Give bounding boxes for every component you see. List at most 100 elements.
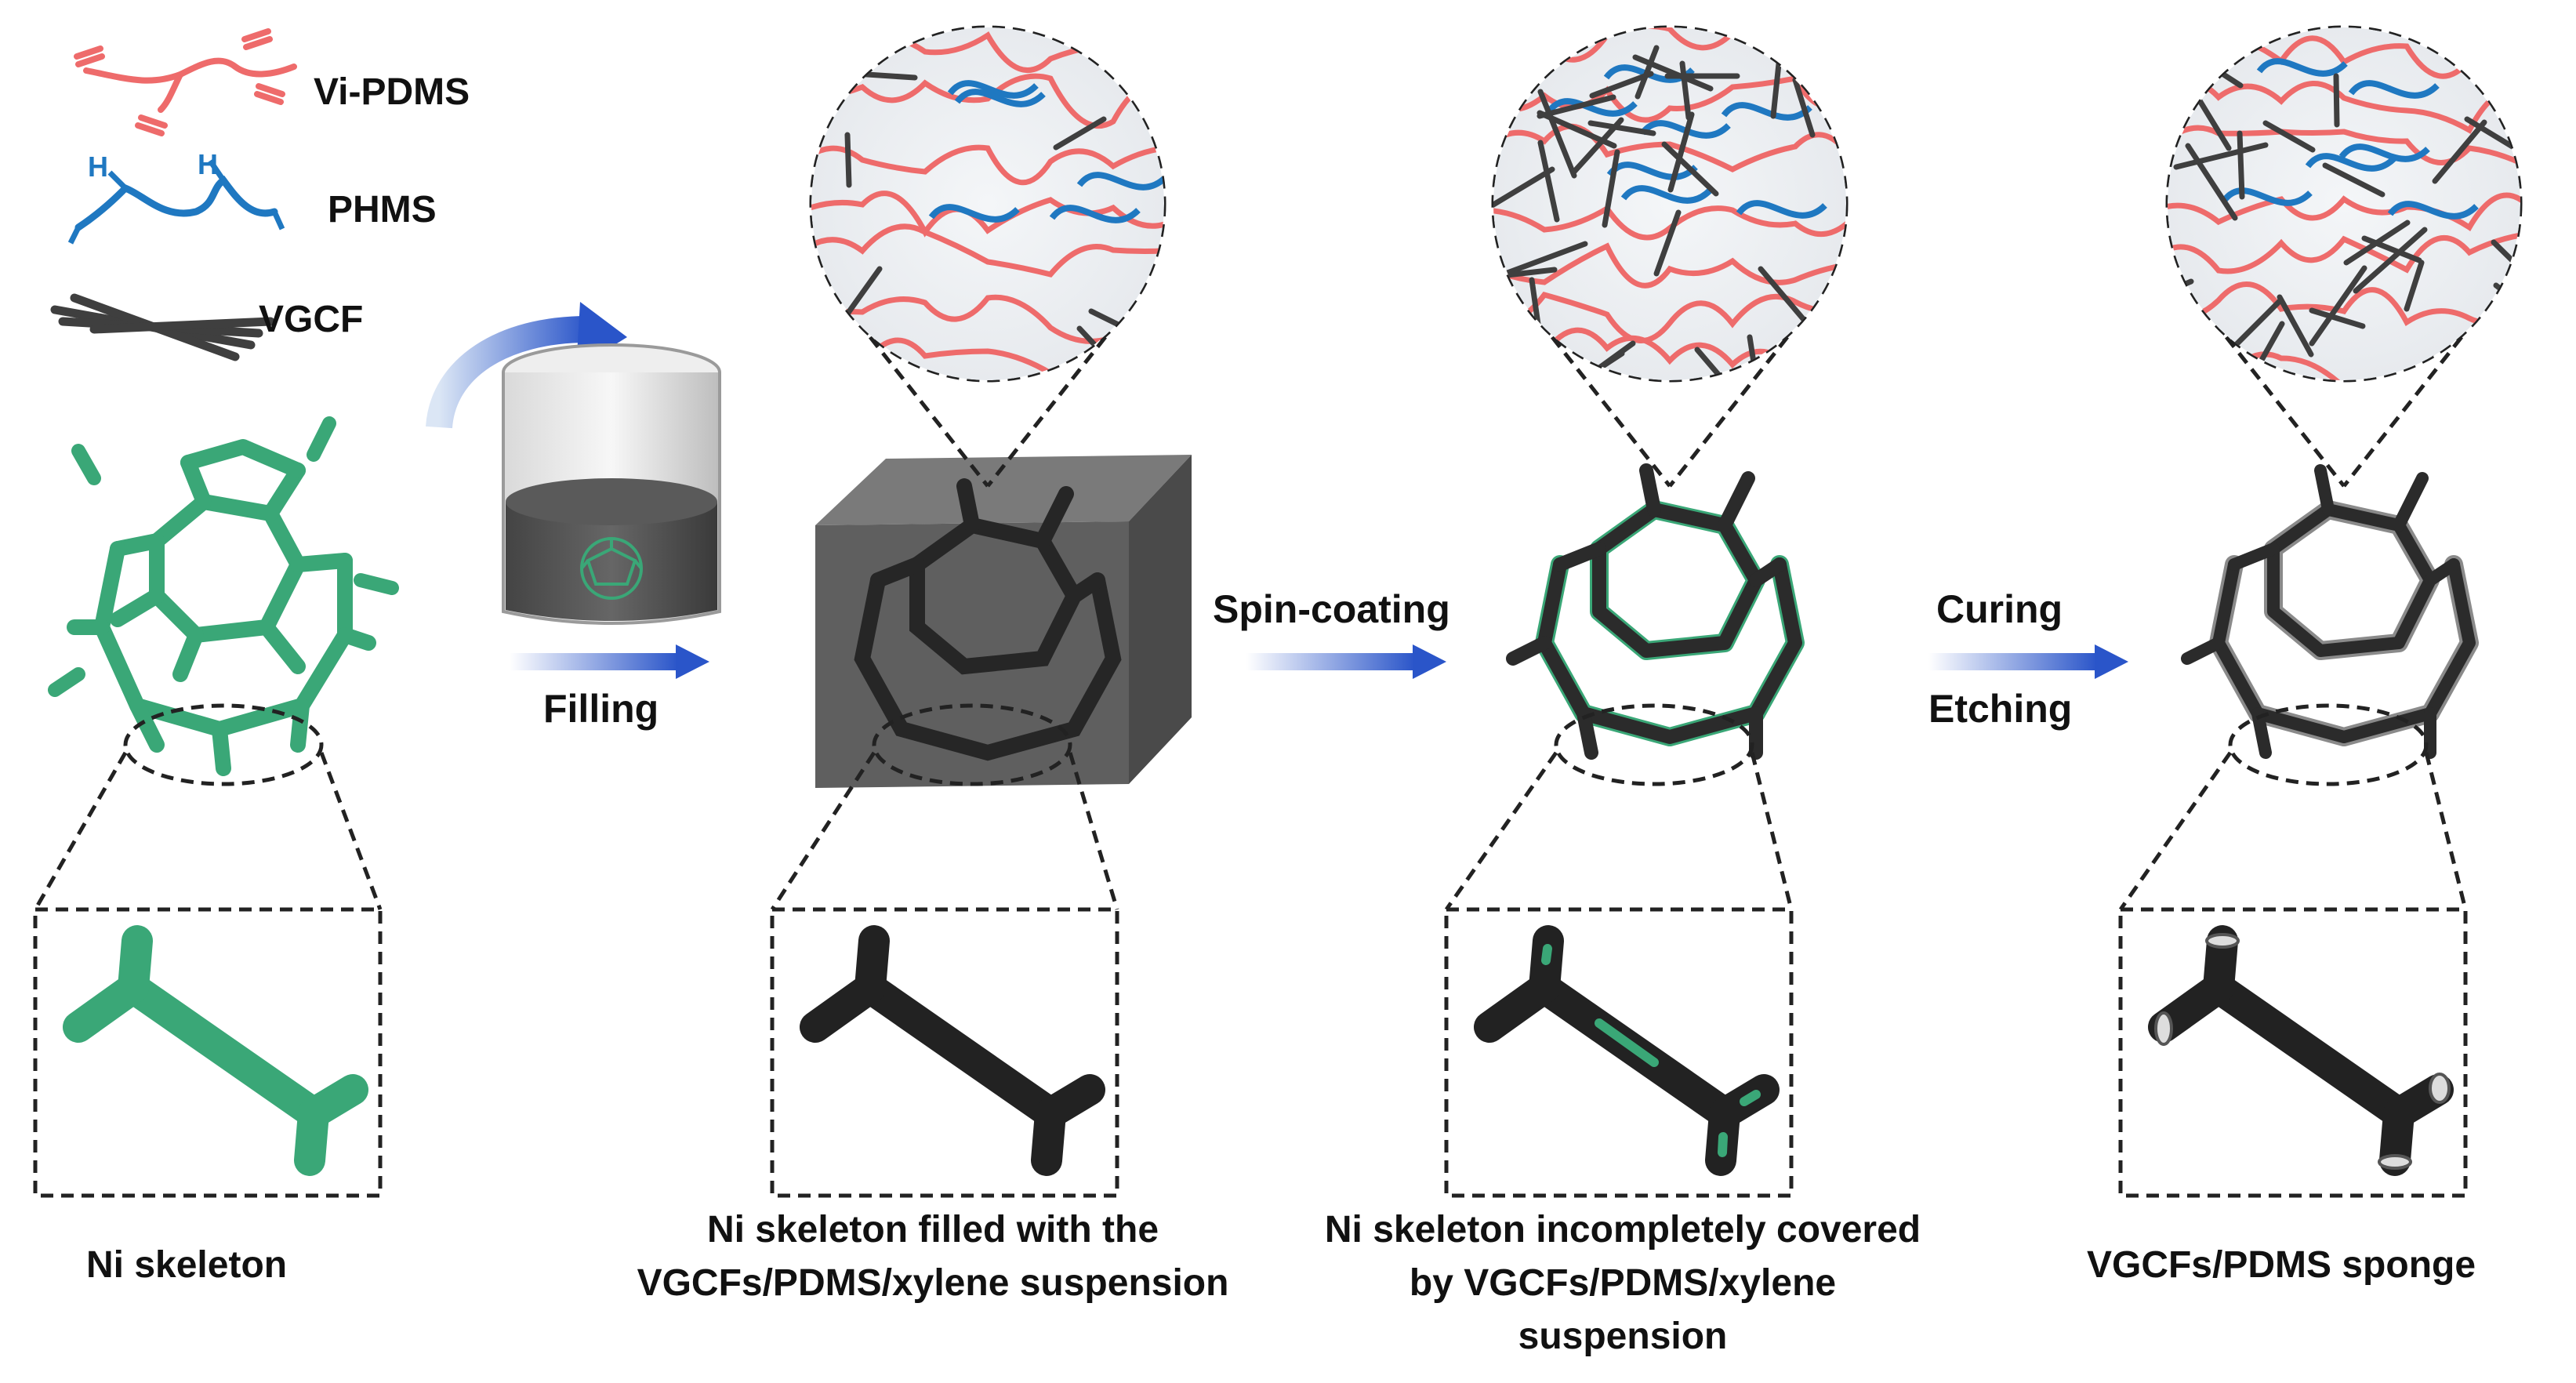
ni-strut-black bbox=[800, 925, 1105, 1176]
vgcf-fiber bbox=[1679, 60, 1692, 121]
vgcf-fiber bbox=[1589, 71, 1654, 99]
phms-chain bbox=[2348, 80, 2440, 99]
ni-strut-partially-coated bbox=[1474, 925, 1780, 1176]
phms-chain bbox=[1721, 102, 1812, 121]
zoom-background bbox=[2168, 27, 2520, 380]
vgcf-fiber bbox=[2404, 260, 2425, 312]
vi-pdms-label: Vi-PDMS bbox=[314, 71, 470, 113]
filling-arrow bbox=[510, 644, 709, 679]
vi-pdms-chain bbox=[1493, 242, 1846, 289]
phms-chain bbox=[1606, 162, 1698, 180]
vi-pdms-chain bbox=[811, 191, 1164, 238]
caption-line: Ni skeleton bbox=[86, 1244, 288, 1286]
caption-line: VGCFs/PDMS/xylene suspension bbox=[637, 1262, 1229, 1305]
vgcf-fiber bbox=[2353, 227, 2428, 294]
phms-label: PHMS bbox=[328, 189, 437, 230]
vi-pdms-chain bbox=[2168, 230, 2520, 274]
vgcf-fiber bbox=[2185, 143, 2238, 221]
caption-line: by VGCFs/PDMS/xylene bbox=[1409, 1262, 1837, 1305]
vgcf-fiber bbox=[2237, 130, 2245, 200]
vgcf-fiber bbox=[1587, 120, 1656, 136]
vi-pdms-chain bbox=[2168, 80, 2520, 134]
vgcf-fiber bbox=[2343, 220, 2411, 266]
vgcf-fiber bbox=[2464, 116, 2520, 163]
vgcf-fiber bbox=[2240, 321, 2285, 380]
vgcf-fiber bbox=[1653, 209, 1682, 277]
vi-pdms-chain bbox=[1493, 291, 1846, 343]
vgcf-fiber bbox=[1496, 241, 1588, 279]
ni-skeleton-coated bbox=[1506, 463, 1805, 760]
vi-pdms-legend-icon bbox=[74, 28, 297, 136]
beaker-icon bbox=[426, 302, 721, 625]
vgcf-fiber bbox=[2309, 307, 2366, 329]
legend bbox=[50, 28, 297, 361]
caption-sponge: VGCFs/PDMS sponge bbox=[2054, 1239, 2509, 1292]
h-label: H bbox=[88, 151, 108, 183]
vgcf-fiber bbox=[1537, 94, 1616, 119]
vgcf-fiber bbox=[1758, 266, 1812, 329]
vgcf-fiber bbox=[1632, 54, 1714, 92]
phms-chain bbox=[1639, 120, 1731, 139]
vgcf-fiber bbox=[1770, 53, 1783, 119]
phms-chain bbox=[1620, 185, 1712, 204]
vgcf-fiber bbox=[1747, 334, 1766, 380]
curing-label: Curing bbox=[1936, 587, 2063, 631]
phms-chain bbox=[1736, 200, 1827, 219]
phms-chain bbox=[947, 80, 1039, 99]
vgcf-fiber bbox=[2432, 119, 2487, 184]
vgcf-fiber bbox=[844, 132, 852, 188]
zoom-circle-contents bbox=[811, 27, 2520, 380]
vgcf-fiber bbox=[2309, 265, 2367, 347]
caption-line: Ni skeleton filled with the bbox=[706, 1209, 1159, 1251]
phms-chain bbox=[2387, 201, 2479, 220]
vgcf-fiber bbox=[1602, 149, 1620, 228]
vgcf-fiber bbox=[2497, 49, 2520, 59]
vgcf-fiber bbox=[1493, 166, 1555, 215]
vgcf-fiber bbox=[2277, 294, 2314, 358]
vgcf-fiber bbox=[1667, 111, 1695, 193]
vgcf-fiber bbox=[2493, 282, 2520, 327]
phms-chain bbox=[2338, 143, 2430, 162]
vgcf-fiber bbox=[1661, 141, 1719, 197]
zoom-network-3 bbox=[2168, 27, 2520, 380]
vgcf-fiber bbox=[1811, 318, 1846, 348]
vgcf-fiber bbox=[1537, 140, 1560, 223]
caption-line: suspension bbox=[1518, 1316, 1728, 1358]
vi-pdms-chain bbox=[1493, 123, 1846, 172]
vgcf-fiber bbox=[2168, 278, 2194, 315]
spin-coating-label: Spin-coating bbox=[1213, 587, 1450, 631]
phms-chain bbox=[2221, 187, 2313, 206]
caption-line: Ni skeleton incompletely covered bbox=[1324, 1209, 1921, 1251]
ni-strut-green bbox=[63, 925, 368, 1176]
vgcf-fiber bbox=[2173, 142, 2269, 170]
phms-chain bbox=[1049, 205, 1141, 223]
vgcf-fiber bbox=[1537, 89, 1577, 179]
vgcf-fiber bbox=[1493, 267, 1558, 281]
vgcf-fiber bbox=[1053, 116, 1107, 151]
phms-h-labels: H H bbox=[88, 148, 218, 183]
phms-chain bbox=[1076, 172, 1164, 191]
phms-chain bbox=[2305, 153, 2396, 172]
vgcf-legend-icon bbox=[50, 293, 275, 361]
curing-etching-arrow bbox=[1928, 644, 2128, 679]
phms-chain bbox=[928, 204, 1020, 223]
vgcf-label: VGCF bbox=[259, 299, 364, 340]
zoom-callout-1 bbox=[33, 703, 383, 1198]
phms-chain bbox=[1546, 98, 1638, 117]
sponge-skeleton bbox=[2181, 464, 2479, 759]
zoom-background bbox=[1493, 27, 1846, 380]
h-label: H bbox=[198, 148, 218, 180]
vi-pdms-chain bbox=[1493, 205, 1846, 241]
caption-covered: Ni skeleton incompletely covered by VGCF… bbox=[1270, 1203, 1976, 1363]
zoom-network-1 bbox=[811, 27, 1164, 380]
caption-filled: Ni skeleton filled with the VGCFs/PDMS/x… bbox=[596, 1203, 1270, 1310]
phms-chain bbox=[2256, 58, 2348, 77]
phms-legend-icon bbox=[67, 159, 285, 245]
vgcf-fiber bbox=[2322, 162, 2386, 198]
etching-label: Etching bbox=[1928, 687, 2073, 731]
caption-line: VGCFs/PDMS sponge bbox=[2086, 1244, 2476, 1286]
vgcf-fiber bbox=[2333, 73, 2340, 128]
vgcf-fiber bbox=[1792, 77, 1816, 138]
vi-pdms-chain bbox=[2168, 192, 2520, 231]
